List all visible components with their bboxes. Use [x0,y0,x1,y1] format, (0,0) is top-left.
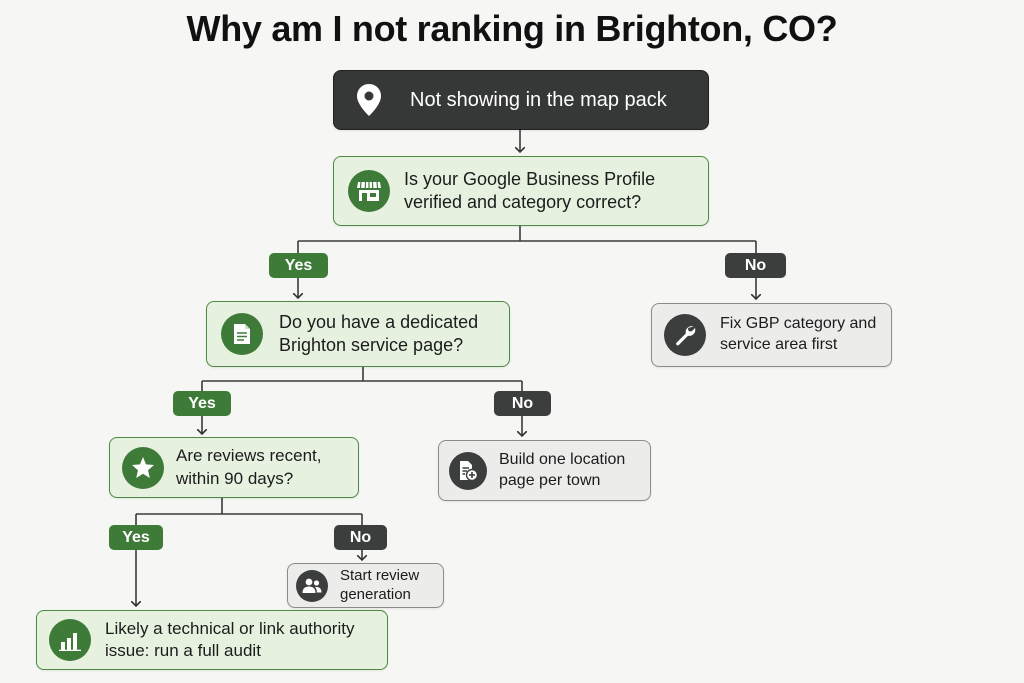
question-gbp-node: Is your Google Business Profile verified… [333,156,709,226]
gbp-no-badge: No [725,253,786,278]
question-page-line1: Do you have a dedicated [279,311,479,332]
start-reviews-line2: generation [340,585,411,603]
start-reviews-line1: Start review [340,566,420,584]
people-icon [296,569,328,602]
audit-node: Likely a technical or link authority iss… [36,610,388,670]
question-reviews-label: Are reviews recent, within 90 days? [176,445,322,489]
page-title: Why am I not ranking in Brighton, CO? [186,8,838,49]
fix-gbp-line1: Fix GBP category and [720,315,877,333]
question-page-line2: Brighton service page? [279,335,464,355]
question-reviews-line1: Are reviews recent, [176,446,322,466]
bar-chart-icon [49,619,91,661]
build-page-node: Build one location page per town [438,440,651,501]
start-node: Not showing in the map pack [333,70,709,130]
build-page-line1: Build one location [499,450,626,468]
build-page-label: Build one location page per town [499,450,625,492]
question-reviews-line2: within 90 days? [176,468,294,488]
start-reviews-node: Start review generation [287,563,444,608]
audit-label: Likely a technical or link authority iss… [105,618,354,662]
question-gbp-label: Is your Google Business Profile verified… [404,168,655,215]
fix-gbp-line2: service area first [720,336,838,353]
storefront-icon [348,170,390,212]
audit-line2: issue: run a full audit [105,641,261,660]
question-gbp-line1: Is your Google Business Profile [404,168,656,189]
map-pin-icon [356,83,382,117]
document-icon [221,313,263,355]
question-page-label: Do you have a dedicated Brighton service… [279,311,478,358]
audit-line1: Likely a technical or link authority [105,618,355,638]
star-icon [122,446,164,489]
start-reviews-label: Start review generation [340,567,419,605]
reviews-no-badge: No [334,525,387,550]
page-yes-badge: Yes [173,391,231,416]
reviews-yes-badge: Yes [109,525,163,550]
question-gbp-line2: verified and category correct? [404,192,642,212]
start-node-label: Not showing in the map pack [410,89,667,111]
question-page-node: Do you have a dedicated Brighton service… [206,301,510,367]
page-no-badge: No [494,391,551,416]
fix-gbp-node: Fix GBP category and service area first [651,303,892,367]
question-reviews-node: Are reviews recent, within 90 days? [109,437,359,498]
wrench-icon [664,314,706,356]
add-page-icon [449,451,487,490]
fix-gbp-label: Fix GBP category and service area first [720,314,876,356]
build-page-line2: page per town [499,471,601,489]
gbp-yes-badge: Yes [269,253,328,278]
